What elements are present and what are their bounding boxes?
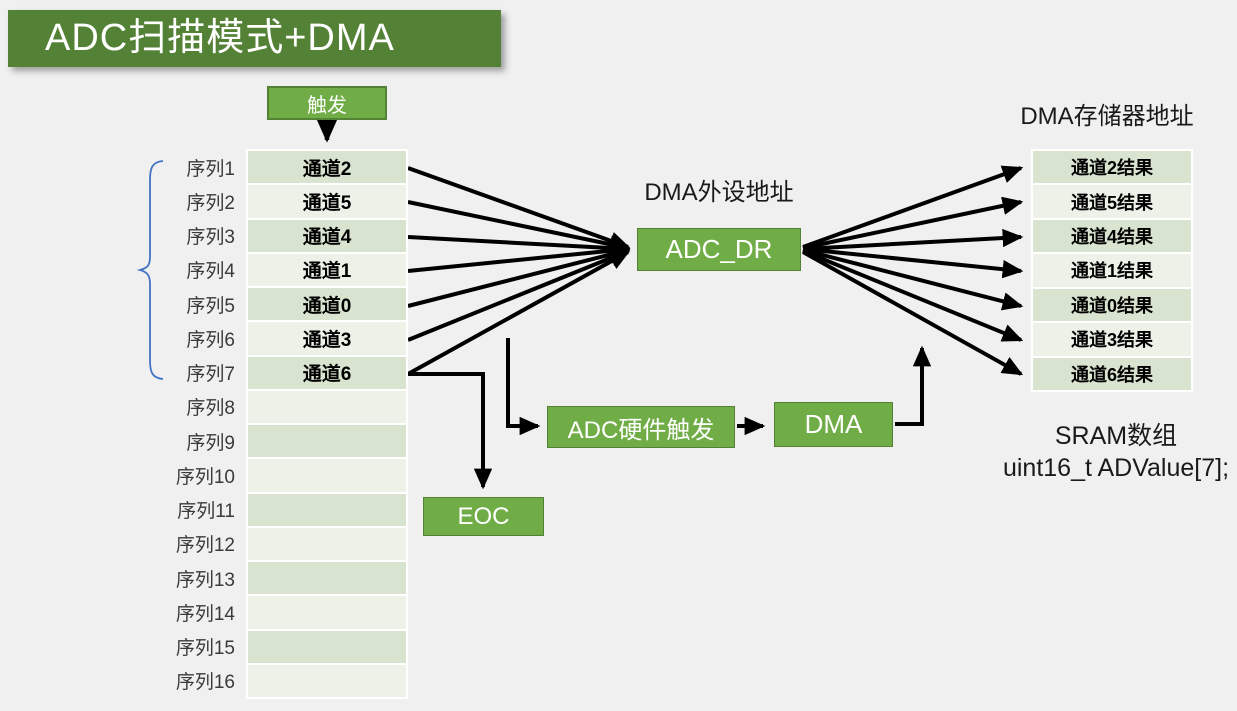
dma-peripheral-address-label: DMA外设地址: [644, 179, 794, 206]
sequence-label: 序列8: [186, 398, 235, 420]
sequence-label: 序列7: [186, 364, 235, 386]
arrow-dma-up-to-transfers: [895, 345, 932, 426]
result-cell: 通道1结果: [1033, 254, 1191, 287]
sram-array-title: SRAM数组: [1054, 422, 1178, 450]
channel-cell: [248, 664, 406, 697]
channel-cell: 通道3: [248, 322, 406, 355]
channel-cell: [248, 562, 406, 595]
arrow-channel6-to-eoc: [408, 372, 493, 490]
arrow-adcdr-to-channel4-result: [802, 228, 1024, 251]
sequence-label: 序列11: [177, 501, 235, 523]
arrow-channel3-to-adcdr: [407, 249, 631, 342]
arrow-channel1-to-adcdr: [407, 241, 631, 273]
arrow-adcdr-to-channel0-result: [802, 248, 1024, 311]
page-title: ADC扫描模式+DMA: [8, 10, 501, 67]
eoc-box: EOC: [423, 497, 544, 536]
arrow-channel5-to-adcdr: [407, 200, 631, 254]
result-cell: 通道6结果: [1033, 357, 1191, 390]
arrow-adcdr-to-channel2-result: [802, 165, 1024, 249]
arrow-channel6-to-adcdr: [407, 250, 631, 376]
sequence-label: 序列15: [175, 638, 235, 660]
channel-cell: [248, 493, 406, 526]
sequence-label: 序列6: [186, 329, 235, 351]
arrow-adcdr-to-channel3-result: [802, 249, 1024, 342]
arrow-to-adc-hw-trigger: [506, 338, 541, 436]
adc-dr-box: ADC_DR: [637, 228, 801, 271]
sequence-label: 序列16: [175, 672, 235, 694]
sequence-label: 序列10: [175, 466, 235, 488]
sequence-label: 序列9: [186, 432, 235, 454]
arrow-adcdr-to-channel1-result: [802, 247, 1024, 279]
sequence-label: 序列5: [186, 295, 235, 317]
channel-cell: 通道0: [248, 288, 406, 321]
sequence-label: 序列3: [186, 227, 235, 249]
result-table: 通道2结果 通道5结果 通道4结果 通道1结果 通道0结果 通道3结果 通道6结…: [1031, 149, 1193, 392]
channel-cell: [248, 390, 406, 423]
trigger-box: 触发: [267, 86, 387, 120]
channel-cell: [248, 459, 406, 492]
channel-sequence-table: 通道2 通道5 通道4 通道1 通道0 通道3 通道6: [246, 149, 408, 699]
channel-cell: [248, 527, 406, 560]
arrow-channel0-to-adcdr: [407, 245, 631, 308]
sequence-label: 序列13: [175, 569, 235, 591]
result-cell: 通道2结果: [1033, 151, 1191, 184]
arrow-adcdr-to-channel6-result: [802, 250, 1024, 376]
result-cell: 通道4结果: [1033, 219, 1191, 253]
channel-cell: [248, 596, 406, 629]
sequence-label: 序列12: [175, 535, 235, 557]
arrow-channel4-to-adcdr: [407, 235, 631, 258]
channel-cell: [248, 630, 406, 663]
channel-cell: 通道4: [248, 219, 406, 252]
sequence-label-column: 序列1 序列2 序列3 序列4 序列5 序列6 序列7 序列8 序列9 序列10…: [100, 149, 235, 699]
sequence-label: 序列1: [186, 158, 235, 180]
sequence-label: 序列14: [175, 603, 235, 625]
channel-cell: 通道5: [248, 185, 406, 218]
adc-hw-trigger-box: ADC硬件触发: [547, 406, 735, 448]
sequence-label: 序列4: [186, 261, 235, 283]
result-cell: 通道0结果: [1033, 288, 1191, 322]
arrow-channel2-to-adcdr: [407, 166, 631, 250]
sram-array-note: SRAM数组 uint16_t ADValue[7];: [985, 420, 1237, 484]
arrow-adcdr-to-channel5-result: [802, 196, 1024, 250]
dma-memory-address-label: DMA存储器地址: [1020, 103, 1194, 130]
result-cell: 通道5结果: [1033, 185, 1191, 218]
channel-cell: 通道2: [248, 151, 406, 184]
sram-array-declaration: uint16_t ADValue[7];: [1002, 454, 1230, 482]
channel-cell: [248, 425, 406, 458]
sequence-label: 序列2: [186, 192, 235, 214]
channel-cell: 通道6: [248, 356, 406, 389]
dma-box: DMA: [774, 402, 893, 447]
channel-cell: 通道1: [248, 253, 406, 286]
result-cell: 通道3结果: [1033, 323, 1191, 356]
